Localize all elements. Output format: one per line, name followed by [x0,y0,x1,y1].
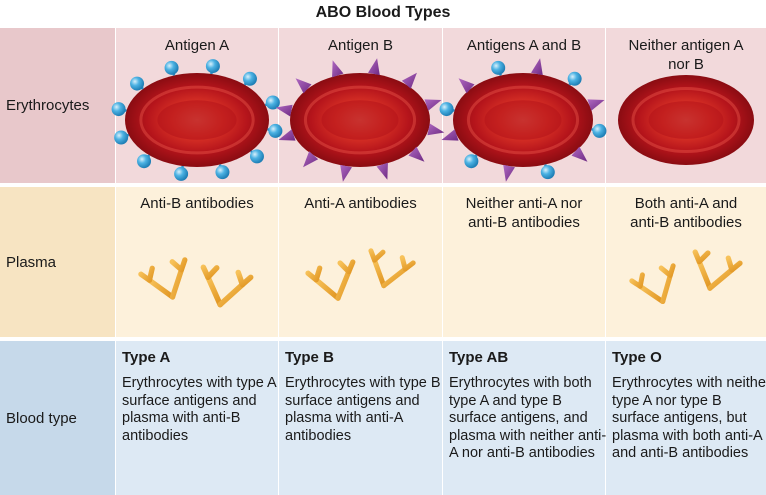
antigen-b-marker [278,129,296,141]
antigen-b-marker [441,129,459,141]
antigen-b-marker [401,72,417,89]
antigen-a-marker [130,76,145,91]
antigen-label-b: Antigen B [327,37,394,54]
antibody-label-a: Anti-B antibodies [140,195,254,212]
type-description-b: Erythrocytes with type B surface antigen… [285,375,441,444]
antibody-anti-a-o [629,263,677,335]
row-label-erythrocytes: Erythrocytes [0,28,115,183]
antigen-b-marker [531,58,543,76]
plasma-cell-ab: Neither anti-A nor anti-B antibodies [443,187,605,337]
plasma-cell-a: Anti-B antibodies [116,187,278,337]
antigen-b-marker [571,146,588,162]
antigen-b-marker [427,123,445,136]
antigen-a-marker [205,59,220,74]
row-label-blood-type-text: Blood type [6,409,77,427]
antigen-b-marker [376,162,388,180]
antigen-a-marker [114,130,129,145]
row-label-blood-type: Blood type [0,341,115,495]
antigen-a-marker [540,165,555,180]
antigen-b-marker [408,146,425,162]
antibody-anti-a-1 [305,259,356,334]
antibody-label-ab: Neither anti-A nor anti-B antibodies [465,195,583,231]
type-name-o: Type O [612,349,662,366]
antigen-b-marker [275,104,293,117]
antigen-a-marker [592,123,607,138]
antibody-label-o: Both anti-A and anti-B antibodies [630,195,742,231]
illustration-layer [111,58,754,342]
antibody-anti-b-1 [138,257,188,332]
antigen-a-marker [567,71,582,86]
antigen-a-marker [464,154,479,169]
antigen-b-marker [424,99,442,111]
erythrocyte-a [111,59,283,181]
type-cell-o: Type O Erythrocytes with neither type A … [606,341,766,495]
row-label-plasma-text: Plasma [6,253,57,271]
antibody-label-b: Anti-A antibodies [304,195,417,212]
type-name-a: Type A [122,349,171,366]
antigen-b-marker [332,60,344,78]
antigen-a-marker [249,149,264,164]
type-cell-a: Type A Erythrocytes with type A surface … [116,341,278,495]
erythrocyte-ab [439,58,607,182]
antigen-a-marker [111,102,126,117]
abo-table: Erythrocytes Plasma Blood type Antigen A… [0,28,766,495]
antigen-b-marker [368,58,380,76]
type-cell-ab: Type AB Erythrocytes with both type A an… [443,341,606,495]
antigen-a-marker [265,95,280,110]
antibody-anti-b-o [692,249,743,324]
erythrocyte-illustrations [111,58,754,182]
row-label-erythrocytes-text: Erythrocytes [6,97,90,114]
antigen-b-marker [295,78,312,94]
antibody-anti-b-2 [200,264,254,342]
antigen-a-marker [137,154,152,169]
antigen-a-marker [174,166,189,181]
antibody-anti-a-2 [368,248,416,319]
type-description-ab: Erythrocytes with both type A and type B… [449,375,607,461]
antigen-a-marker [242,71,257,86]
type-name-ab: Type AB [449,349,509,366]
type-description-o: Erythrocytes with neither type A nor typ… [612,375,766,461]
antigen-a-marker [215,165,230,180]
antigen-a-marker [268,123,283,138]
antibody-illustrations [138,248,743,342]
antigen-label-ab: Antigens A and B [466,37,582,54]
antigen-b-marker [340,164,352,182]
diagram-title: ABO Blood Types [315,4,451,21]
erythrocyte-b [275,58,445,182]
type-name-b: Type B [285,349,334,366]
antigen-label-a: Antigen A [164,37,230,54]
type-cell-b: Type B Erythrocytes with type B surface … [279,341,442,495]
antigen-a-marker [164,60,179,75]
antigen-b-marker [458,78,475,94]
type-description-a: Erythrocytes with type A surface antigen… [122,375,276,444]
antigen-a-marker [491,60,506,75]
antigen-b-marker [587,99,605,111]
erythrocyte-o [618,75,754,165]
antigen-b-marker [303,151,319,168]
antigen-b-marker [503,164,515,182]
row-label-plasma: Plasma [0,187,115,337]
antigen-a-marker [439,102,454,117]
antigen-label-o: Neither antigen A nor B [628,37,744,73]
